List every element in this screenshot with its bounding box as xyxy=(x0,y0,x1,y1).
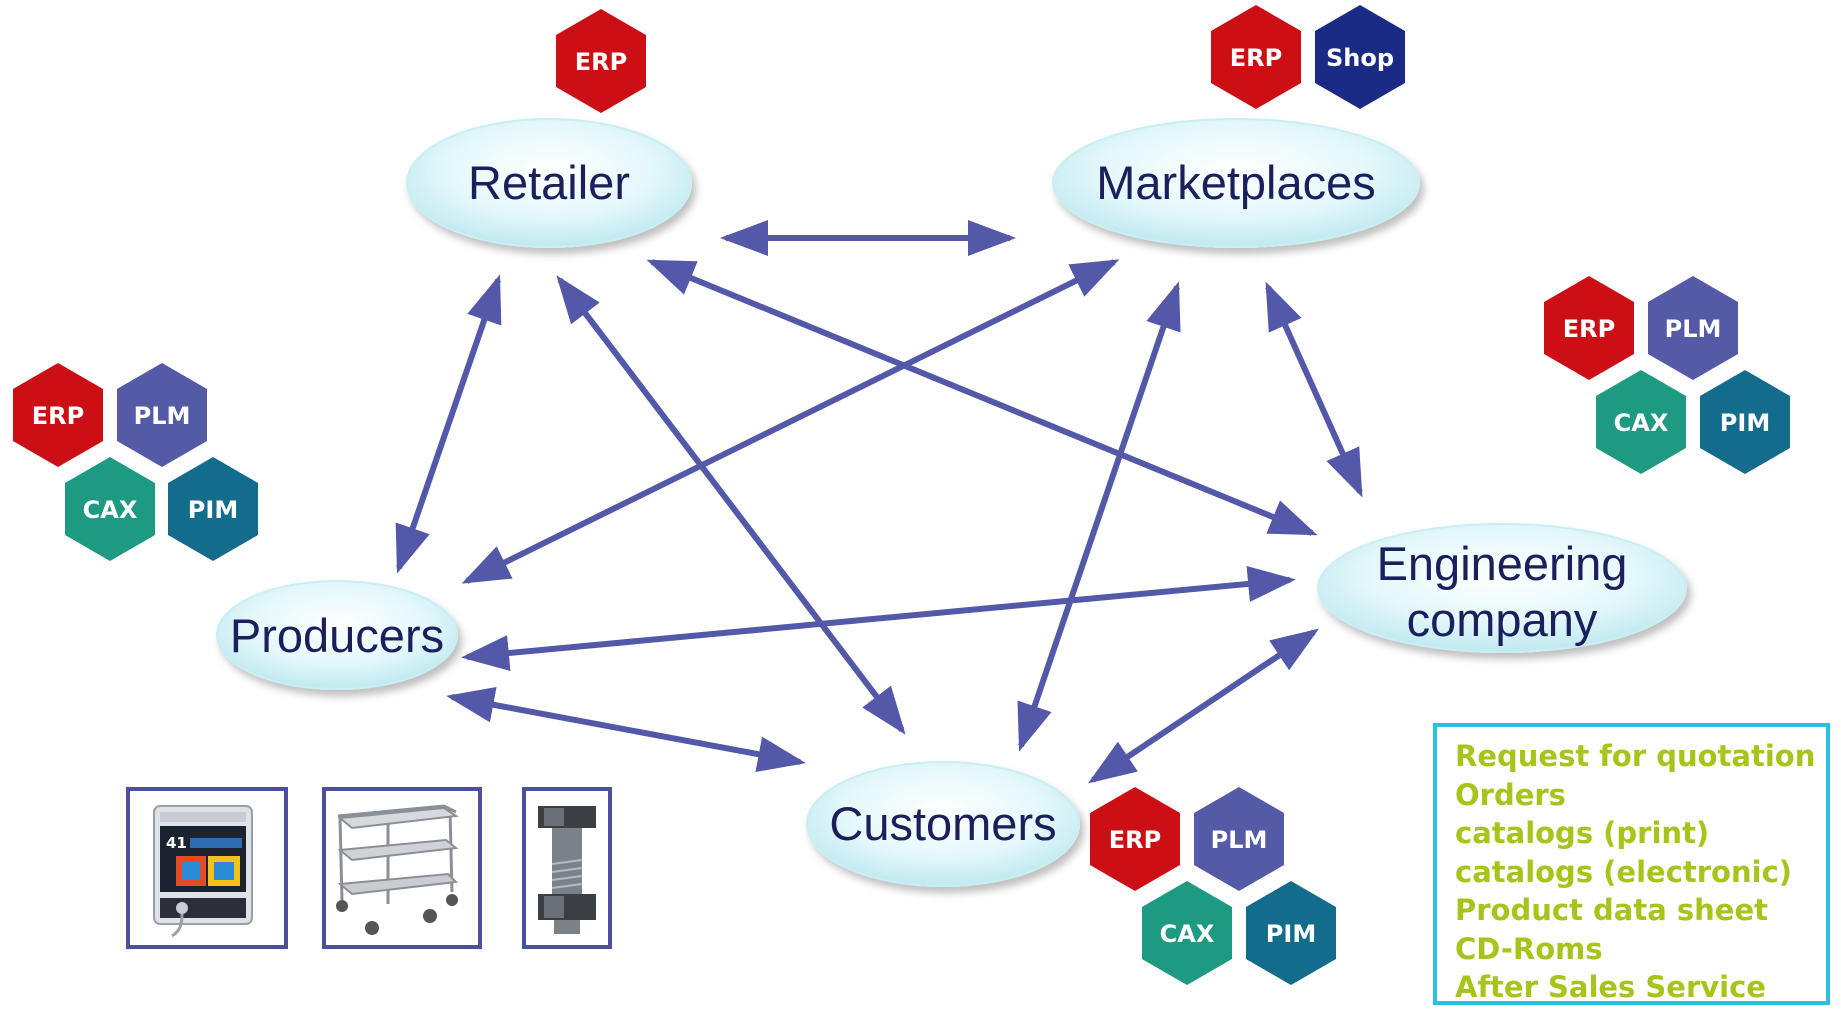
info-item: Orders xyxy=(1455,777,1566,812)
badge-label: PIM xyxy=(1266,920,1316,948)
hexagon-shape xyxy=(1246,881,1336,985)
node-retailer: Retailer xyxy=(406,118,692,248)
node-customers: Customers xyxy=(806,761,1080,887)
node-engineering-company: Engineering company xyxy=(1317,523,1687,653)
node-label-engineering-line1: Engineering xyxy=(1377,537,1628,590)
hexagon-shape xyxy=(1596,370,1686,474)
badge-label: PLM xyxy=(134,402,191,430)
hexagon-shape xyxy=(1700,370,1790,474)
hexagon-shape xyxy=(168,457,258,561)
badge-label: PIM xyxy=(188,496,238,524)
info-item: Request for quotation xyxy=(1455,739,1816,773)
producers-pim-badge: PIM xyxy=(168,457,258,561)
badge-label: CAX xyxy=(1614,409,1669,437)
info-item: catalogs (print) xyxy=(1455,816,1710,850)
badge-label: ERP xyxy=(575,48,627,76)
node-label-engineering-line2: company xyxy=(1407,593,1598,646)
arrow-marketplaces-producers xyxy=(461,259,1120,584)
hexagon-shape xyxy=(1194,787,1284,891)
arrow-retailer-producers xyxy=(395,274,502,574)
bolt-nut-icon xyxy=(522,787,612,949)
badge-label: ERP xyxy=(1563,315,1615,343)
badge-label: PLM xyxy=(1211,826,1268,854)
producers-cax-badge: CAX xyxy=(65,457,155,561)
arrow-producers-engineering xyxy=(461,565,1296,672)
retailer-erp-badge: ERP xyxy=(556,9,646,113)
hexagon-shape xyxy=(117,363,207,467)
connections xyxy=(395,220,1363,784)
hexagon-shape xyxy=(1142,881,1232,985)
hexagon-shape xyxy=(1544,276,1634,380)
customers-plm-badge: PLM xyxy=(1194,787,1284,891)
hexagon-shape xyxy=(556,9,646,113)
hexagon-shape xyxy=(1090,787,1180,891)
info-item: catalogs (electronic) xyxy=(1455,854,1793,889)
customers-cax-badge: CAX xyxy=(1142,881,1232,985)
info-item: Product data sheet xyxy=(1455,893,1768,927)
info-item: CD-Roms xyxy=(1455,931,1603,966)
arrow-producers-customers xyxy=(446,687,806,772)
info-list-box: Request for quotation Orders catalogs (p… xyxy=(1433,723,1830,1005)
badge-label: ERP xyxy=(1230,44,1282,72)
product-images: 41 xyxy=(126,787,612,949)
arrow-customers-engineering xyxy=(1088,628,1319,784)
customers-erp-badge: ERP xyxy=(1090,787,1180,891)
node-marketplaces: Marketplaces xyxy=(1052,118,1420,248)
trolley-cart-icon xyxy=(322,787,482,949)
info-item: After Sales Service xyxy=(1455,970,1766,1004)
node-label-marketplaces: Marketplaces xyxy=(1096,156,1376,209)
hexagon-shape xyxy=(13,363,103,467)
marketplaces-erp-badge: ERP xyxy=(1211,5,1301,109)
hexagon-shape xyxy=(65,457,155,561)
badge-label: CAX xyxy=(1160,920,1215,948)
engineering-erp-badge: ERP xyxy=(1544,276,1634,380)
hexagon-shape xyxy=(1211,5,1301,109)
node-label-customers: Customers xyxy=(829,797,1056,850)
badge-label: ERP xyxy=(32,402,84,430)
badge-label: PLM xyxy=(1665,315,1722,343)
medical-device-icon: 41 xyxy=(126,787,288,949)
arrow-retailer-customers xyxy=(556,275,906,735)
badge-label: PIM xyxy=(1720,409,1770,437)
producers-plm-badge: PLM xyxy=(117,363,207,467)
producers-erp-badge: ERP xyxy=(13,363,103,467)
badge-label: Shop xyxy=(1326,44,1394,72)
customers-pim-badge: PIM xyxy=(1246,881,1336,985)
hexagon-shape xyxy=(1315,5,1405,109)
marketplaces-shop-badge: Shop xyxy=(1315,5,1405,109)
node-label-producers: Producers xyxy=(230,609,444,662)
arrow-marketplaces-engineering xyxy=(1265,281,1363,498)
arrow-retailer-engineering xyxy=(646,259,1318,536)
arrow-marketplaces-customers xyxy=(1017,281,1181,752)
engineering-pim-badge: PIM xyxy=(1700,370,1790,474)
device-screen-value: 41 xyxy=(166,834,187,852)
node-producers: Producers xyxy=(216,580,458,690)
engineering-plm-badge: PLM xyxy=(1648,276,1738,380)
badge-label: CAX xyxy=(83,496,138,524)
node-label-retailer: Retailer xyxy=(468,156,630,209)
hexagon-shape xyxy=(1648,276,1738,380)
badge-label: ERP xyxy=(1109,826,1161,854)
engineering-cax-badge: CAX xyxy=(1596,370,1686,474)
